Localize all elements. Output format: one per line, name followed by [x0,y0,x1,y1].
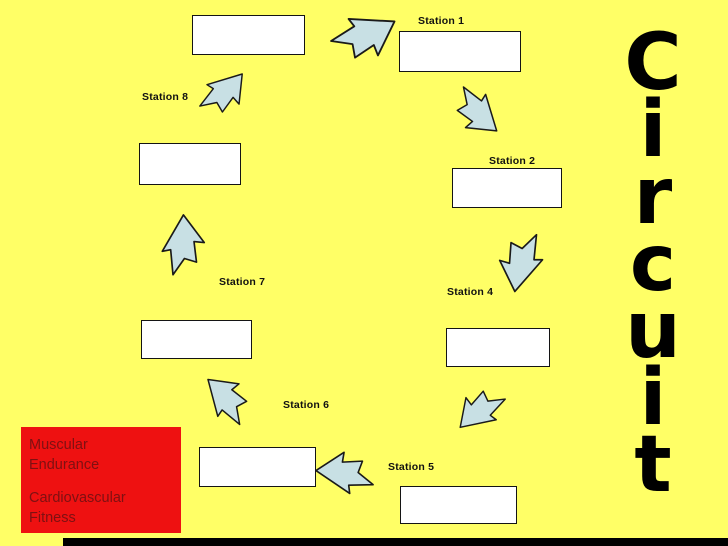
station-2-label: Station 2 [489,155,536,167]
title-letter: i [639,85,667,175]
info-line: Endurance [29,457,100,473]
info-line: Fitness [29,510,76,526]
title-letter: C [624,18,682,108]
vertical-title: C i r c u i t [603,18,703,510]
station-1-box [399,31,521,72]
arrow-up-left-icon [207,378,248,426]
fitness-info-box: Muscular Endurance Cardiovascular Fitnes… [21,427,181,533]
station-2-box [452,168,562,208]
title-letter: c [629,219,677,309]
station-6-box [199,447,316,487]
arrow-right-icon [330,18,396,59]
title-letter: t [634,420,672,510]
station-8-label: Station 8 [142,91,189,103]
station-8-box [139,143,241,185]
station-1-label: Station 1 [418,15,465,27]
station-4-label: Station 4 [447,286,494,298]
arrow-up-right-icon [199,73,243,113]
station-5-box [400,486,517,524]
arrow-left-icon [315,451,374,495]
station-5-label: Station 5 [388,461,435,473]
station-top-box [192,15,305,55]
info-line: Cardiovascular [29,490,126,506]
station-7-box [141,320,252,359]
title-letter: u [625,286,681,376]
title-letter: i [639,353,667,443]
station-7-label: Station 7 [219,276,266,288]
info-muscular-endurance: Muscular Endurance [29,435,177,475]
station-4-box [446,328,550,367]
arrow-down-right-icon [456,86,498,132]
arrow-down-left-icon [459,390,506,429]
arrow-up-icon [161,214,206,276]
arrow-down-icon [498,233,544,293]
info-cardiovascular-fitness: Cardiovascular Fitness [29,488,177,528]
station-6-label: Station 6 [283,399,330,411]
bottom-bar [63,538,728,546]
info-line: Muscular [29,437,88,453]
title-letter: r [633,152,673,242]
